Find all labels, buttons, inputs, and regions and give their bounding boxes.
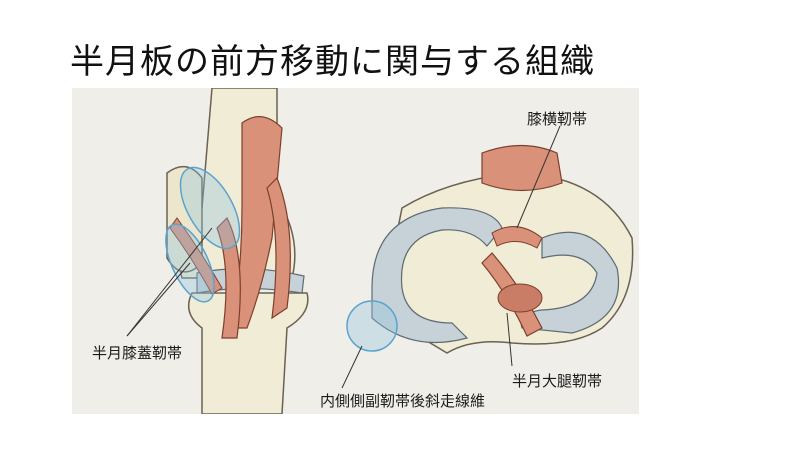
ligament-attachment	[497, 283, 543, 313]
highlight-ellipse-upper	[179, 166, 241, 250]
knee-illustration	[126, 88, 634, 414]
transverse-ligament	[491, 226, 543, 249]
label-meniscopatellar-ligament: 半月膝蓋靭帯	[92, 344, 183, 362]
quadriceps-tendon	[231, 116, 283, 329]
label-meniscofemoral-ligament: 半月大腿靭帯	[512, 372, 603, 390]
label-transverse-ligament: 膝横靭帯	[527, 110, 588, 128]
medial-meniscus	[371, 207, 503, 344]
label-mcl-posterior-oblique: 内側側副靭帯後斜走線維	[320, 392, 486, 410]
meniscopatellar-ligament	[169, 217, 223, 295]
slide-title: 半月板の前方移動に関与する組織	[70, 42, 595, 82]
tibia-bone	[187, 292, 309, 414]
highlight-circle	[346, 300, 398, 352]
knee-anatomy-figure: 膝横靭帯 半月膝蓋靭帯 半月大腿靭帯 内側側副靭帯後斜走線維	[72, 88, 639, 414]
tibial-tubercle	[481, 144, 563, 192]
biceps-tendon	[266, 176, 291, 320]
